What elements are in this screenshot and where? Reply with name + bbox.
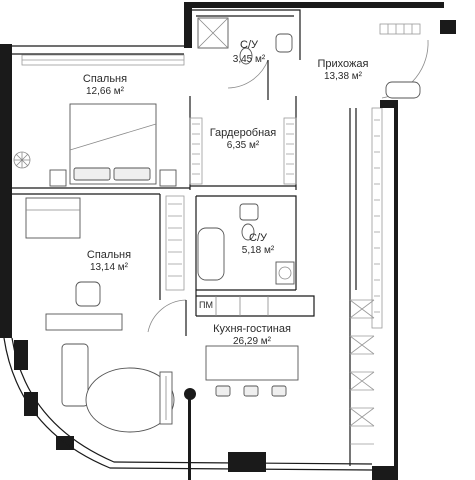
room-area-kitchen-living: 26,29 м² [233, 336, 272, 347]
room-area-wardrobe: 6,35 м² [227, 140, 260, 151]
desk-chair [75, 281, 101, 307]
room-name-hall: Прихожая [318, 58, 369, 70]
room-area-bedroom-2: 13,14 м² [90, 262, 129, 273]
washing-machine [275, 261, 295, 285]
stool-1 [215, 385, 231, 397]
toilet-2 [241, 223, 255, 241]
interior-lines [12, 9, 429, 466]
bathtub [197, 227, 225, 281]
shelf [25, 197, 81, 239]
furniture [13, 17, 421, 433]
room-name-kitchen-living: Кухня-гостиная [213, 323, 291, 335]
stool-2 [243, 385, 259, 397]
room-area-bathroom-1: 3,45 м² [233, 54, 266, 65]
sink-2 [239, 203, 259, 221]
room-area-bathroom-2: 5,18 м² [242, 245, 275, 256]
sink [275, 33, 293, 53]
hall-cabinet [385, 81, 421, 99]
room-name-bedroom-2: Спальня [87, 249, 131, 261]
room-name-bathroom-1: С/У [240, 39, 259, 51]
dishwasher-label: ПМ [199, 300, 213, 310]
sofa [61, 343, 89, 407]
desk [45, 313, 123, 331]
nightstand-1 [49, 169, 67, 187]
room-labels: С/У 3,45 м² Прихожая 13,38 м² Спальня 12… [83, 39, 369, 347]
toilet [239, 47, 253, 65]
kitchen-island [205, 345, 299, 381]
room-name-wardrobe: Гардеробная [210, 127, 277, 139]
rug [85, 367, 175, 433]
room-name-bedroom-1: Спальня [83, 73, 127, 85]
walls [0, 2, 456, 480]
nightstand-2 [159, 169, 177, 187]
built-in-storage [21, 23, 421, 445]
stool-3 [271, 385, 287, 397]
room-name-bathroom-2: С/У [249, 232, 268, 244]
room-area-bedroom-1: 12,66 м² [86, 86, 125, 97]
room-area-hall: 13,38 м² [324, 71, 363, 82]
